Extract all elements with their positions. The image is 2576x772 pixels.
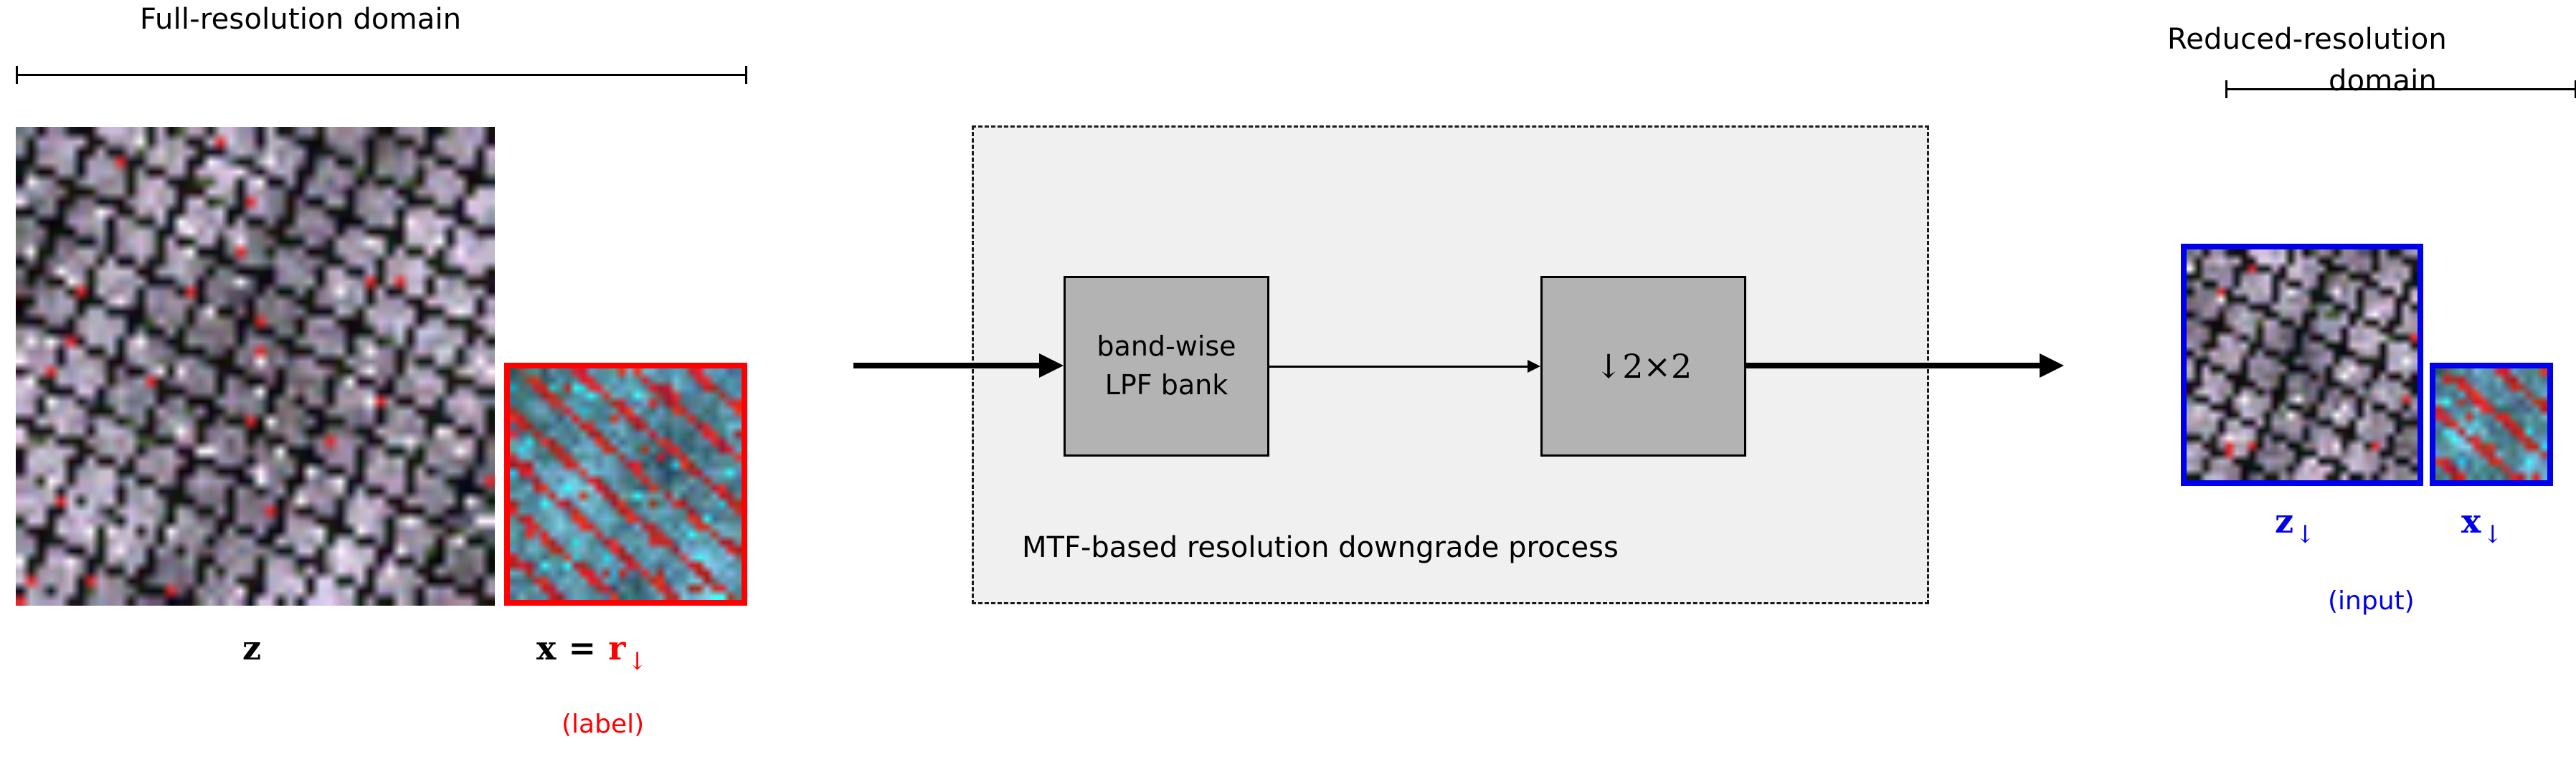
input-note: (input) xyxy=(2328,586,2415,616)
block-lpf-line2: LPF bank xyxy=(1104,369,1228,401)
mosaic-x-down xyxy=(2435,368,2547,480)
arrow-out-of-process-line xyxy=(1746,363,2042,368)
label-x-equals-r: x = r↓ xyxy=(536,629,648,676)
reduced-resolution-domain-title-line2: domain xyxy=(2329,65,2438,97)
reduced-resolution-measure-bar xyxy=(2225,80,2576,98)
down-arrow-icon-z: ↓ xyxy=(2295,520,2316,549)
measure-bar-line xyxy=(16,74,747,76)
label-z-down: z↓ xyxy=(2275,502,2316,549)
label-x: x xyxy=(536,629,557,667)
arrow-between-blocks xyxy=(1269,360,1540,373)
arrow-out-of-process xyxy=(1746,353,2065,378)
reduced-image-x-down xyxy=(2430,363,2553,486)
block-decimate-label: ↓2×2 xyxy=(1594,347,1692,386)
label-x-down: x↓ xyxy=(2461,502,2503,549)
block-band-wise-lpf-bank[interactable]: band-wise LPF bank xyxy=(1064,276,1269,457)
full-resolution-image-z xyxy=(16,127,495,606)
block-decimate-2x2[interactable]: ↓2×2 xyxy=(1540,276,1746,457)
reduced-image-z-down xyxy=(2181,244,2423,486)
reduced-reference-image-x xyxy=(504,363,747,606)
mosaic-z-down xyxy=(2187,249,2418,480)
process-caption: MTF-based resolution downgrade process xyxy=(1022,531,1619,564)
label-z-down-text: z xyxy=(2275,502,2294,540)
measure-bar-cap-right xyxy=(745,66,747,84)
block-lpf-label: band-wise LPF bank xyxy=(1097,328,1236,405)
arrow-between-blocks-line xyxy=(1269,366,1529,368)
block-lpf-line1: band-wise xyxy=(1097,330,1236,363)
reduced-measure-bar-line xyxy=(2225,88,2576,90)
arrow-into-process-line xyxy=(853,363,1041,368)
reduced-resolution-domain-title-line1: Reduced-resolution xyxy=(2167,23,2447,56)
arrow-between-blocks-head xyxy=(1528,360,1540,373)
label-equals: = xyxy=(568,629,597,667)
label-r: r xyxy=(608,629,626,667)
label-x-down-text: x xyxy=(2461,502,2481,540)
mosaic-z xyxy=(16,127,495,606)
arrow-into-process-head xyxy=(1039,353,1064,378)
label-z: z xyxy=(242,629,262,667)
full-resolution-domain-title: Full-resolution domain xyxy=(140,3,462,36)
arrow-out-of-process-head xyxy=(2040,353,2064,378)
label-note-label: (label) xyxy=(562,710,645,739)
mosaic-x xyxy=(510,368,742,600)
reduced-measure-bar-cap-right xyxy=(2575,80,2576,98)
down-arrow-icon-r: ↓ xyxy=(627,647,648,676)
arrow-into-process xyxy=(853,353,1064,378)
down-arrow-icon-x: ↓ xyxy=(2482,520,2503,549)
full-resolution-measure-bar xyxy=(16,66,747,84)
